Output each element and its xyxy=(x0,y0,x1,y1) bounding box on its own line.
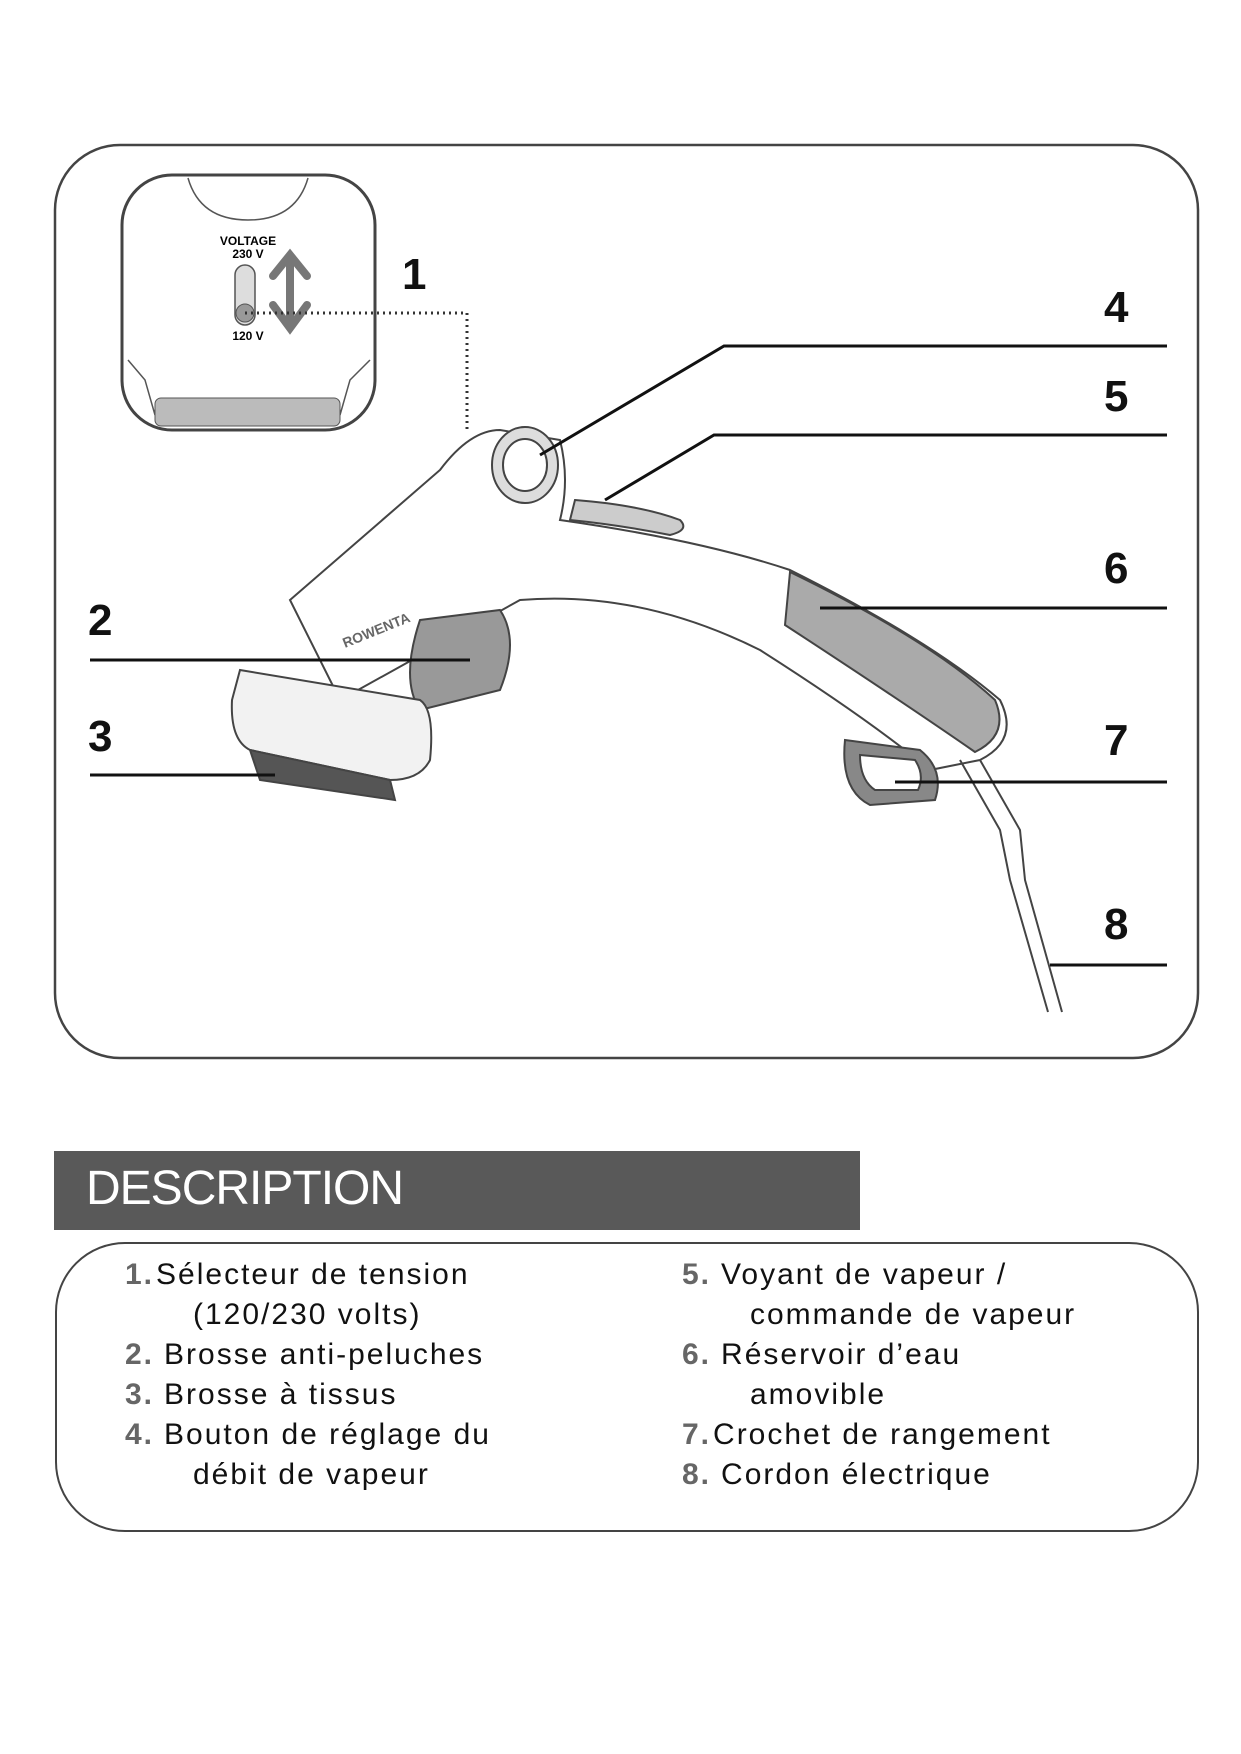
list-item-2: 2. Brosse anti-peluches xyxy=(125,1338,484,1372)
list-item-5: 5. Voyant de vapeur / xyxy=(682,1258,1007,1292)
item-text-continued: commande de vapeur xyxy=(750,1298,1077,1331)
item-text: Réservoir d’eau xyxy=(721,1338,962,1371)
steamer-illustration xyxy=(230,426,1063,1013)
voltage-selector-inset: VOLTAGE 230 V 120 V xyxy=(120,173,377,432)
item-number: 3. xyxy=(125,1378,155,1411)
callout-3: 3 xyxy=(88,712,113,761)
up-down-arrow-icon xyxy=(269,248,311,335)
callout-1: 1 xyxy=(402,250,427,299)
callout-2: 2 xyxy=(88,596,113,645)
item-text-continued: amovible xyxy=(750,1378,887,1411)
item-text: Cordon électrique xyxy=(721,1458,992,1491)
item-number: 7. xyxy=(682,1418,712,1451)
list-item-1: 1.Sélecteur de tension xyxy=(125,1258,470,1292)
callout-4: 4 xyxy=(1104,283,1129,332)
item-text-continued: (120/230 volts) xyxy=(193,1298,422,1331)
item-text: Voyant de vapeur / xyxy=(721,1258,1008,1291)
item-number: 4. xyxy=(125,1418,155,1451)
list-item-3: 3. Brosse à tissus xyxy=(125,1378,397,1412)
callout-5-leader xyxy=(604,433,1167,502)
item-text-continued: débit de vapeur xyxy=(193,1458,430,1491)
item-text: Brosse à tissus xyxy=(164,1378,398,1411)
list-item-4: 4. Bouton de réglage du xyxy=(125,1418,491,1452)
callout-4-leader xyxy=(539,344,1167,457)
item-number: 8. xyxy=(682,1458,712,1491)
item-text: Crochet de rangement xyxy=(713,1418,1052,1451)
voltage-label: VOLTAGE xyxy=(220,234,276,248)
description-list xyxy=(55,1242,1199,1532)
item-text: Brosse anti-peluches xyxy=(164,1338,485,1371)
item-text: Sélecteur de tension xyxy=(156,1258,470,1291)
item-number: 1. xyxy=(125,1258,155,1291)
diagram-frame xyxy=(53,143,1200,1060)
item-number: 5. xyxy=(682,1258,712,1291)
callout-7: 7 xyxy=(1104,716,1129,765)
list-item-6: 6. Réservoir d’eau xyxy=(682,1338,961,1372)
list-item-7: 7.Crochet de rangement xyxy=(682,1418,1052,1452)
item-number: 2. xyxy=(125,1338,155,1371)
callout-6: 6 xyxy=(1104,544,1129,593)
voltage-120-label: 120 V xyxy=(232,329,263,343)
callout-1-leader xyxy=(245,311,469,430)
description-header: DESCRIPTION xyxy=(54,1151,860,1230)
callout-5: 5 xyxy=(1104,372,1129,421)
callout-8: 8 xyxy=(1104,900,1129,949)
voltage-230-label: 230 V xyxy=(232,247,263,261)
item-number: 6. xyxy=(682,1338,712,1371)
description-title: DESCRIPTION xyxy=(86,1162,404,1215)
product-diagram: VOLTAGE 230 V 120 V ROWENTA xyxy=(53,143,1200,1060)
item-text: Bouton de réglage du xyxy=(164,1418,491,1451)
list-item-8: 8. Cordon électrique xyxy=(682,1458,992,1492)
